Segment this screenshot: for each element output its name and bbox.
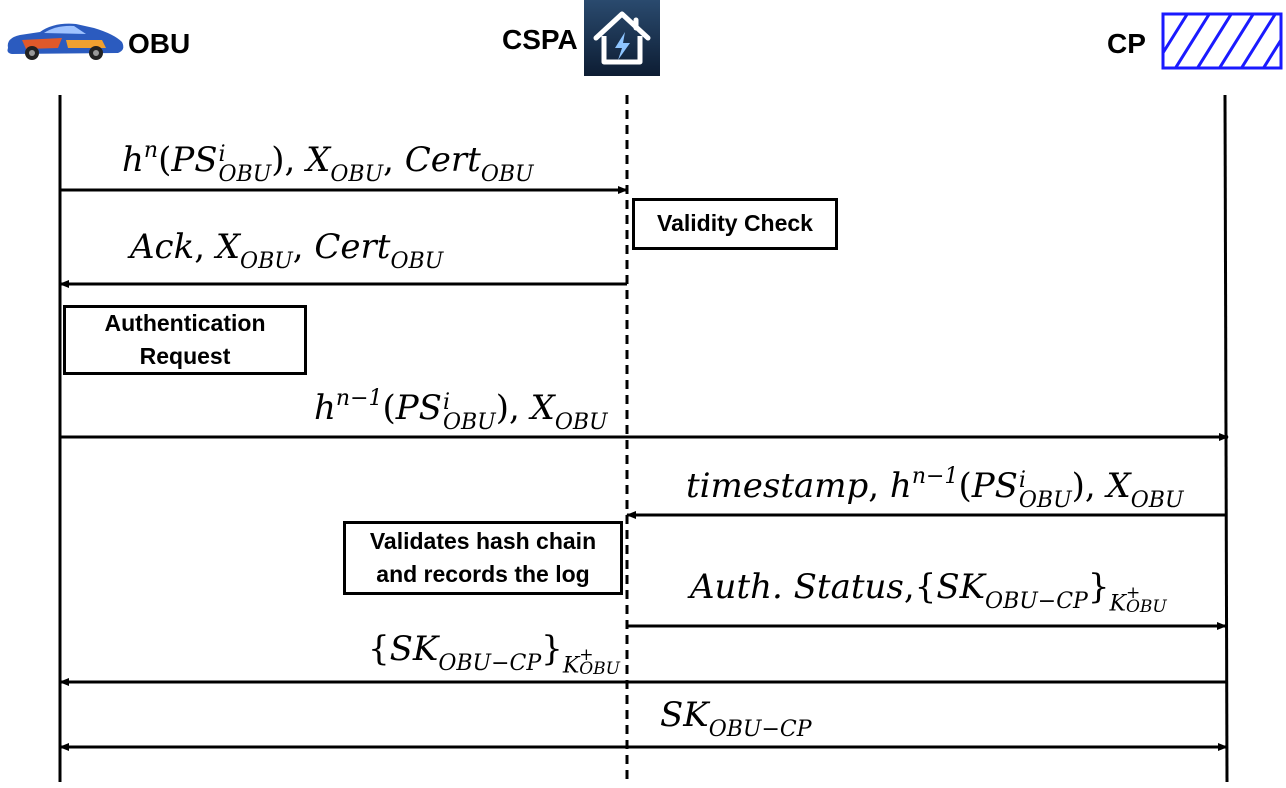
- validates-line1: Validates hash chain: [369, 527, 597, 554]
- message-7-label: SKOBU−CP: [660, 695, 812, 742]
- cp-actor-label: CP: [1107, 28, 1146, 59]
- auth-request-line2: Request: [139, 343, 231, 369]
- message-6-label: {SKOBU−CP}K+OBU: [368, 629, 621, 679]
- charging-station-icon: [584, 0, 660, 76]
- hatched-box-icon: [1161, 12, 1283, 70]
- authentication-request-note: Authentication Request: [63, 305, 307, 375]
- obu-actor-label: OBU: [128, 28, 191, 59]
- validates-hash-chain-note: Validates hash chain and records the log: [343, 521, 623, 595]
- message-5-label: Auth. Status,{SKOBU−CP}K+OBU: [690, 567, 1167, 617]
- car-icon: [7, 23, 124, 60]
- auth-request-line1: Authentication: [104, 309, 266, 336]
- validity-check-text: Validity Check: [657, 210, 813, 237]
- message-2-label: Ack, XOBU, CertOBU: [130, 227, 444, 274]
- validity-check-note: Validity Check: [632, 198, 838, 250]
- validates-line2: and records the log: [376, 561, 590, 587]
- cspa-actor-label: CSPA: [502, 24, 578, 55]
